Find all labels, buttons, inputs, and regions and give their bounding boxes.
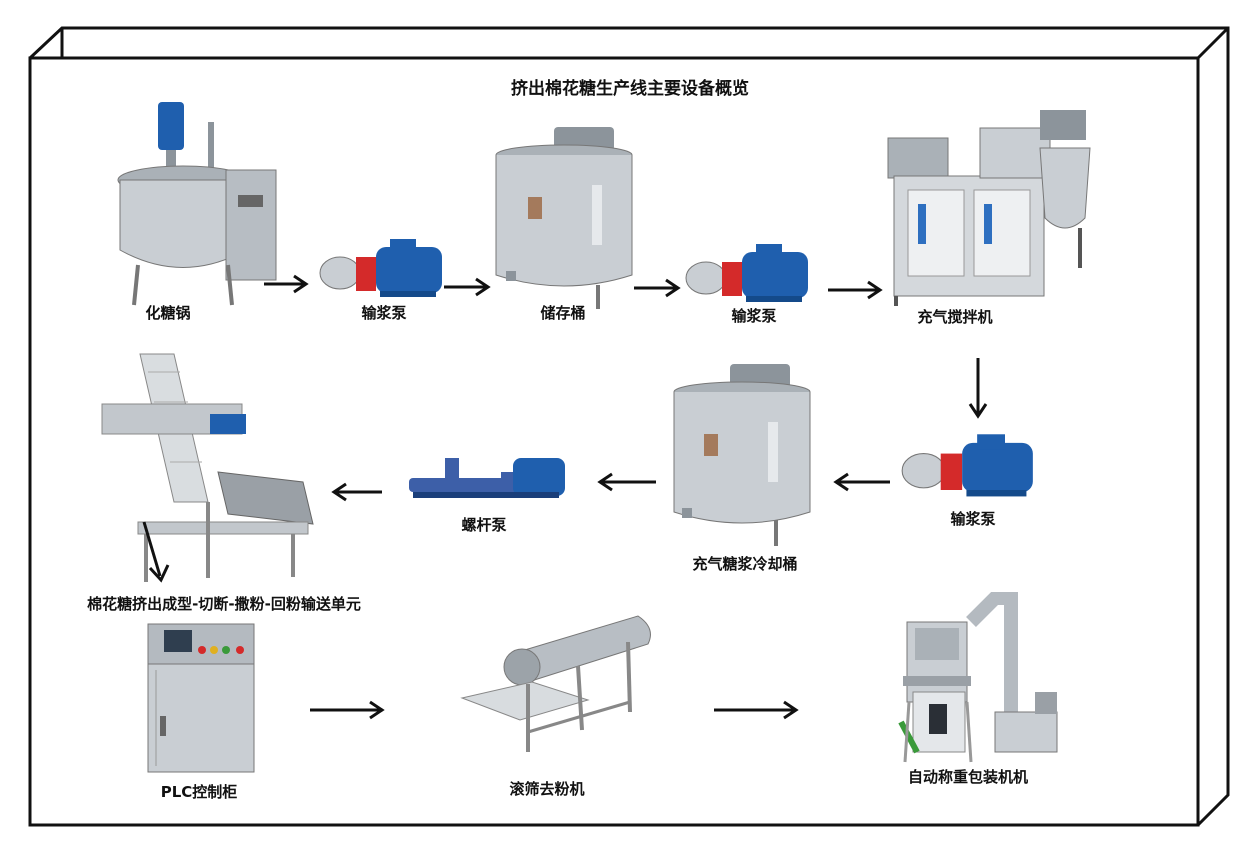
label-aeration-mixer: 充气搅拌机 — [917, 308, 993, 326]
aeration-mixer-icon — [887, 110, 1091, 306]
label-cooling-tank: 充气糖浆冷却桶 — [692, 555, 798, 573]
jacketed-kettle-icon — [117, 102, 277, 306]
arrow-down-icon — [968, 358, 988, 419]
arrow-right-icon — [310, 700, 385, 720]
label-pump-3: 输浆泵 — [950, 510, 996, 528]
diagram-title: 挤出棉花糖生产线主要设备概览 — [511, 79, 749, 99]
label-plc-cabinet: PLC控制柜 — [160, 783, 238, 801]
label-sugar-pot: 化糖锅 — [145, 304, 191, 322]
gear-pump-icon — [901, 434, 1033, 497]
arrow-right-icon — [828, 280, 883, 300]
label-drum-sieve: 滚筛去粉机 — [509, 780, 585, 798]
extrusion-conveyor-icon — [101, 353, 314, 582]
label-extrusion-unit: 棉花糖挤出成型-切断-撒粉-回粉输送单元 — [87, 595, 361, 613]
arrow-right-icon — [634, 278, 681, 298]
storage-tank-icon — [495, 127, 633, 309]
gear-pump-icon — [685, 244, 808, 302]
arrow-right-icon — [714, 700, 799, 720]
arrow-left-icon — [833, 472, 890, 492]
drum-sieve-icon — [460, 615, 651, 752]
packing-machine-icon — [898, 592, 1058, 763]
label-pump-2: 输浆泵 — [731, 307, 777, 325]
arrow-left-icon — [597, 472, 656, 492]
arrow-right-icon — [444, 277, 491, 297]
label-screw-pump: 螺杆泵 — [461, 516, 507, 534]
label-packing-machine: 自动称重包装机机 — [907, 768, 1029, 786]
label-pump-1: 输浆泵 — [361, 304, 407, 322]
screw-pump-icon — [409, 458, 565, 498]
arrow-down-icon — [142, 521, 170, 583]
arrow-left-icon — [331, 482, 382, 502]
control-cabinet-icon — [147, 623, 255, 773]
label-storage-tank: 储存桶 — [540, 304, 586, 322]
arrow-right-icon — [264, 274, 309, 294]
cooling-tank-icon — [673, 364, 811, 546]
gear-pump-icon — [319, 239, 442, 297]
